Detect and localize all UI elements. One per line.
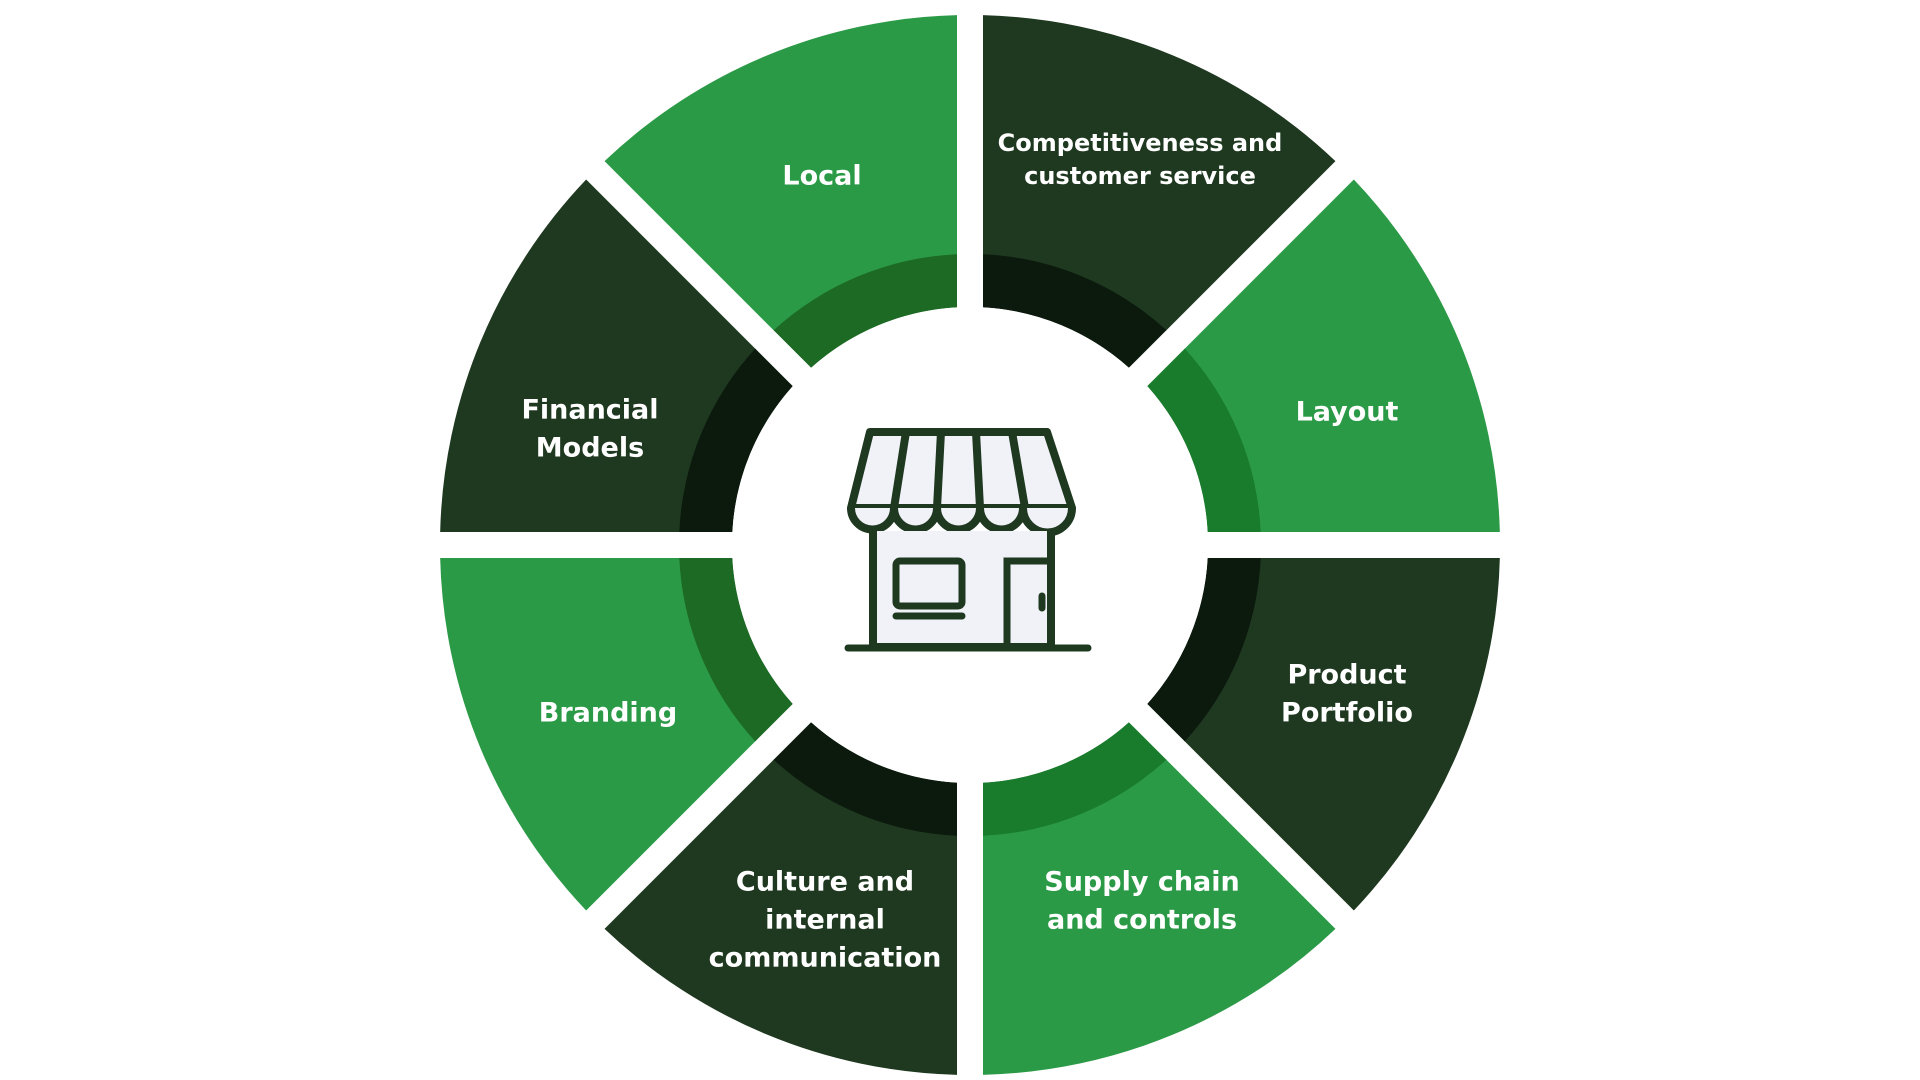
segment-layout-outer xyxy=(1184,558,1500,911)
segment-label-line: Branding xyxy=(539,698,677,729)
segment-label-line: Financial xyxy=(521,394,658,425)
segment-label-competitiveness: Competitiveness and customer service xyxy=(998,129,1283,190)
segment-product-portfolio-inner-ring xyxy=(983,722,1167,836)
segment-label-line: communication xyxy=(709,943,942,974)
segment-label-line: Culture and xyxy=(736,867,914,898)
wheel-segments xyxy=(440,15,1500,1075)
segment-label-line: customer service xyxy=(1024,162,1256,190)
segment-label-branding: Branding xyxy=(539,698,677,729)
storefront-icon xyxy=(844,428,1092,652)
segment-local-outer xyxy=(983,15,1336,331)
segment-culture xyxy=(440,558,793,911)
segment-label-layout: Layout xyxy=(1296,396,1399,427)
segment-branding-inner-ring xyxy=(679,348,793,532)
segment-supply-chain-outer xyxy=(604,759,957,1075)
segment-label-line: Supply chain xyxy=(1044,867,1240,898)
segment-culture-outer xyxy=(440,558,756,911)
segment-local-inner-ring xyxy=(983,254,1167,368)
segment-label-line: Product xyxy=(1287,660,1406,691)
segment-label-line: Portfolio xyxy=(1281,698,1413,729)
segment-label-line: and controls xyxy=(1047,905,1237,936)
segment-label-line: Layout xyxy=(1296,396,1399,427)
segment-label-local: Local xyxy=(782,160,861,191)
segment-label-line: Models xyxy=(536,432,644,463)
segment-product-portfolio-outer xyxy=(983,759,1336,1075)
segment-competitiveness xyxy=(1147,179,1500,533)
segment-label-line: internal xyxy=(765,905,885,936)
segment-financial-models-outer xyxy=(604,15,957,331)
segment-label-culture: Culture and internal communication xyxy=(709,867,942,974)
segment-competitiveness-inner-ring xyxy=(1147,348,1261,532)
segment-label-line: Local xyxy=(782,160,861,191)
segment-competitiveness-outer xyxy=(1184,179,1500,533)
wheel-center xyxy=(732,307,1208,783)
segment-branding xyxy=(440,179,793,533)
segment-label-line: Competitiveness and xyxy=(998,129,1283,157)
segment-layout-inner-ring xyxy=(1147,558,1261,742)
segment-label-supply-chain: Supply chain and controls xyxy=(1044,867,1240,936)
wheel-labels: Local Competitiveness and customer service… xyxy=(521,129,1413,974)
segment-financial-models xyxy=(604,15,957,368)
segment-layout xyxy=(1147,558,1500,911)
segment-supply-chain-inner-ring xyxy=(773,722,957,836)
segment-local xyxy=(983,15,1336,368)
segment-product-portfolio xyxy=(983,722,1336,1075)
segment-branding-outer xyxy=(440,179,756,533)
segment-culture-inner-ring xyxy=(679,558,793,742)
segment-financial-models-inner-ring xyxy=(773,254,957,368)
segment-supply-chain xyxy=(604,722,957,1075)
